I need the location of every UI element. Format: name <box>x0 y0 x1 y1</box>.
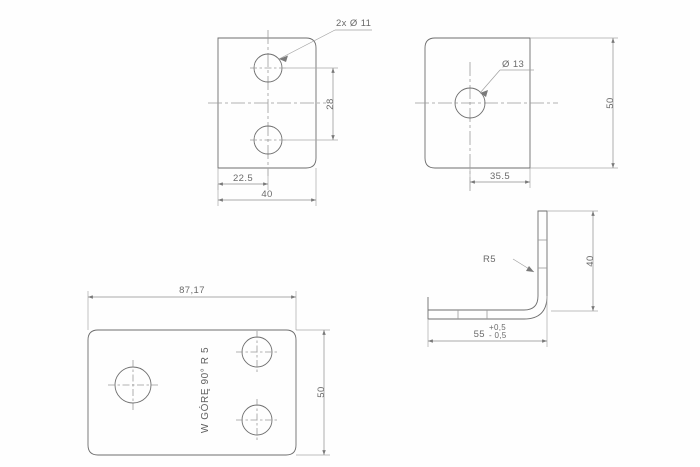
profile-outline <box>427 210 548 320</box>
radius-callout-arrow <box>526 266 534 272</box>
holes-callout-arrow <box>279 55 288 62</box>
side-hole <box>454 87 486 119</box>
front-view-outline <box>217 37 317 169</box>
dim-50-side-text: 50 <box>605 97 616 108</box>
hole-callout-arrow <box>480 90 488 97</box>
dim-87-17-text: 87,17 <box>179 285 205 296</box>
profile-section-view: R5 40 55 +0,5 - 0,5 <box>427 210 598 347</box>
radius-callout-text: R5 <box>483 254 496 265</box>
dim-50-flat-text: 50 <box>316 386 327 397</box>
dim-40-profile-text: 40 <box>585 255 596 266</box>
dim-55-value-text: 55 <box>474 329 485 340</box>
flat-pattern-view: W GÓRĘ 90° R 5 87,17 50 <box>87 285 330 456</box>
hole-callout-leader <box>479 69 501 94</box>
dim-55-tolerance-upper-text: +0,5 <box>489 323 506 332</box>
dim-35-5-text: 35.5 <box>490 171 510 182</box>
dim-55-tolerance-lower-text: - 0,5 <box>489 331 507 340</box>
front-view: 2x Ø 11 28 22.5 40 <box>208 18 372 206</box>
side-view-outline <box>424 37 531 169</box>
side-view: Ø 13 50 35.5 <box>415 37 618 193</box>
dim-28-text: 28 <box>325 98 336 109</box>
dim-40-text: 40 <box>261 189 272 200</box>
holes-callout-leader <box>278 29 336 60</box>
holes-callout-text: 2x Ø 11 <box>336 18 371 29</box>
hole-callout-text: Ø 13 <box>502 59 524 70</box>
flat-view-outline <box>87 329 297 456</box>
bend-note-text: W GÓRĘ 90° R 5 <box>198 347 211 433</box>
dim-22-5-text: 22.5 <box>233 173 253 184</box>
